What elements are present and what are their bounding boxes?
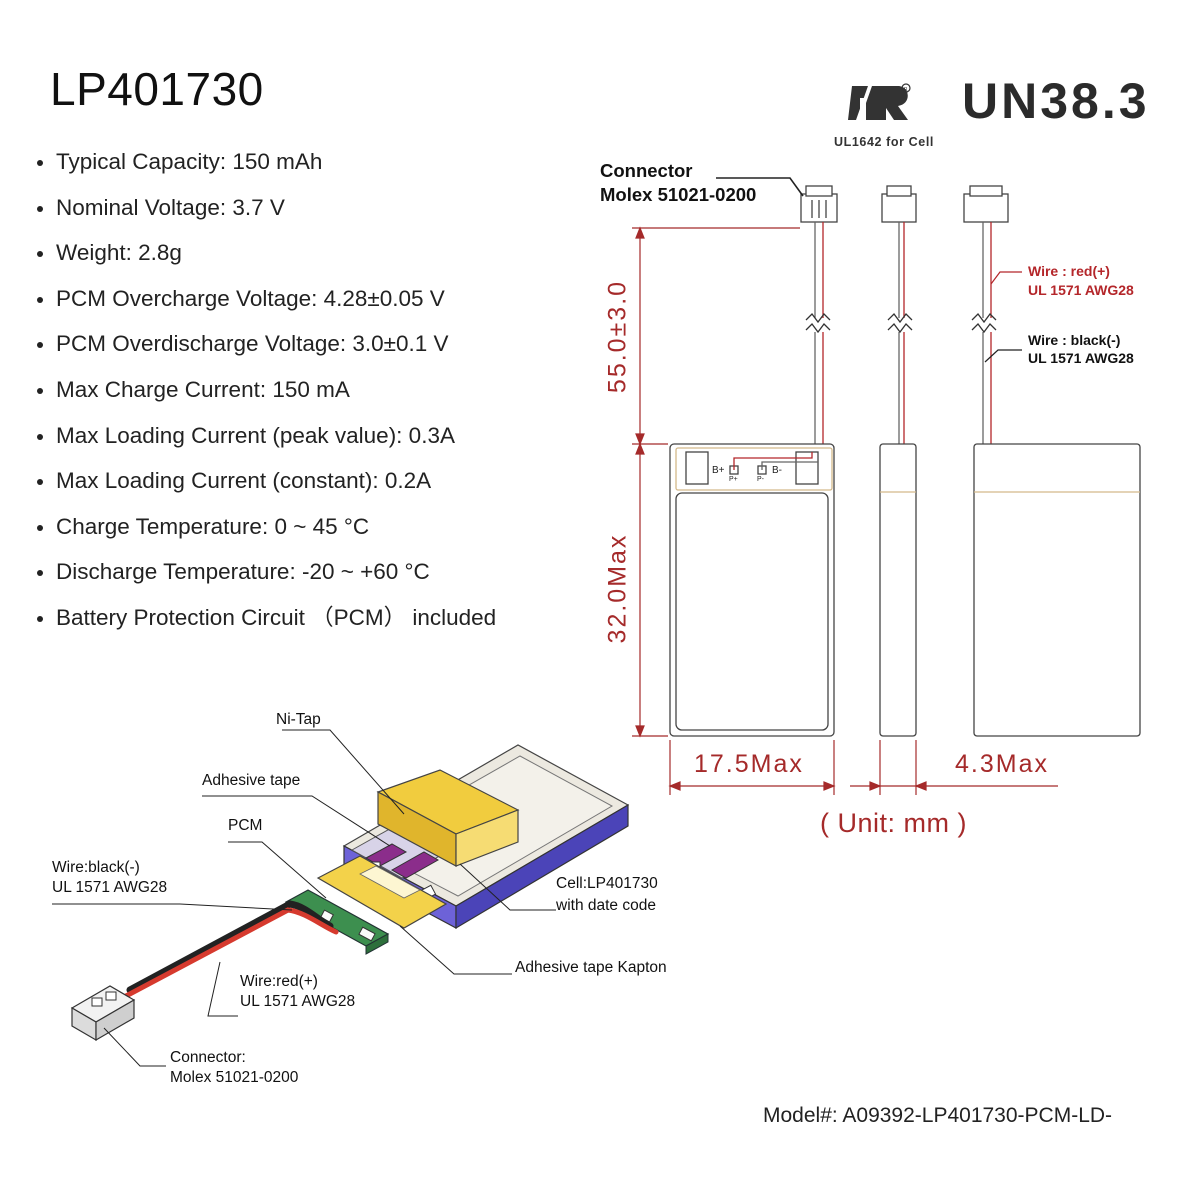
- spec-item: Discharge Temperature: -20 ~ +60 °C: [34, 552, 496, 598]
- exploded-connector-model: Molex 51021-0200: [170, 1069, 299, 1086]
- exploded-wire-black-spec: UL 1571 AWG28: [52, 879, 168, 896]
- side-view: [879, 185, 917, 737]
- connector-model: Molex 51021-0200: [600, 184, 757, 205]
- cell-side-right: [455, 803, 629, 930]
- wire-red-leader: [990, 271, 1022, 285]
- wire-black-label: Wire : black(-): [1028, 332, 1121, 348]
- wire-red-spec: UL 1571 AWG28: [1028, 282, 1134, 298]
- model-number: Model#: A09392-LP401730-PCM-LD-: [763, 1104, 1113, 1127]
- spec-item: Nominal Voltage: 3.7 V: [34, 188, 496, 234]
- wire-red-label: Wire : red(+): [1028, 263, 1110, 279]
- spec-item: Max Loading Current (constant): 0.2A: [34, 461, 496, 507]
- exploded-wire-black-label: Wire:black(-): [52, 859, 140, 876]
- spec-item: Battery Protection Circuit （PCM） include…: [34, 598, 496, 644]
- exploded-wire-red-spec: UL 1571 AWG28: [240, 993, 356, 1010]
- pcm-label: PCM: [228, 817, 263, 834]
- spec-item: Max Charge Current: 150 mA: [34, 370, 496, 416]
- kapton-label: Adhesive tape Kapton: [515, 959, 667, 976]
- front-view: [669, 185, 838, 737]
- spec-item: Max Loading Current (peak value): 0.3A: [34, 416, 496, 462]
- connector-title: Connector: [600, 160, 693, 181]
- exploded-view: [70, 744, 630, 1042]
- spec-item: Typical Capacity: 150 mAh: [34, 142, 496, 188]
- spec-item: PCM Overcharge Voltage: 4.28±0.05 V: [34, 279, 496, 325]
- unit-note: ( Unit: mm ): [820, 808, 967, 838]
- wire-black-leader: [984, 349, 1022, 363]
- spec-item: Charge Temperature: 0 ~ 45 °C: [34, 507, 496, 553]
- dim-cell-height: 32.0Max: [603, 533, 632, 644]
- pcm-p-minus-label: P-: [757, 476, 764, 483]
- dim-cell-width: 17.5Max: [694, 750, 804, 778]
- dimension-lines: [632, 226, 1058, 795]
- cell-label: Cell:LP401730: [556, 875, 658, 892]
- spec-item: PCM Overdischarge Voltage: 3.0±0.1 V: [34, 324, 496, 370]
- ni-tap-label: Ni-Tap: [276, 711, 321, 728]
- ul-caption: UL1642 for Cell: [834, 135, 935, 149]
- pcm-p-plus-label: P+: [729, 476, 738, 483]
- exploded-connector-label: Connector:: [170, 1049, 246, 1066]
- pcm-b-minus-label: B-: [772, 465, 782, 476]
- exploded-wire-red-label: Wire:red(+): [240, 973, 318, 990]
- adhesive-tape-label: Adhesive tape: [202, 772, 301, 789]
- dim-cell-thickness: 4.3Max: [955, 750, 1049, 778]
- wire-black-spec: UL 1571 AWG28: [1028, 350, 1134, 366]
- spec-item: Weight: 2.8g: [34, 233, 496, 279]
- cell-date-code: with date code: [556, 897, 656, 914]
- kapton-tape: [316, 855, 448, 929]
- spec-list: Typical Capacity: 150 mAh Nominal Voltag…: [34, 142, 496, 644]
- pcm-b-plus-label: B+: [712, 465, 725, 476]
- exploded-leaders: [52, 729, 556, 1067]
- connector-leader: [716, 177, 804, 197]
- product-title: LP401730: [50, 63, 264, 115]
- dim-wire-length: 55.0±3.0: [603, 279, 632, 394]
- back-view: [963, 185, 1141, 737]
- un383-mark: UN38.3: [962, 73, 1150, 129]
